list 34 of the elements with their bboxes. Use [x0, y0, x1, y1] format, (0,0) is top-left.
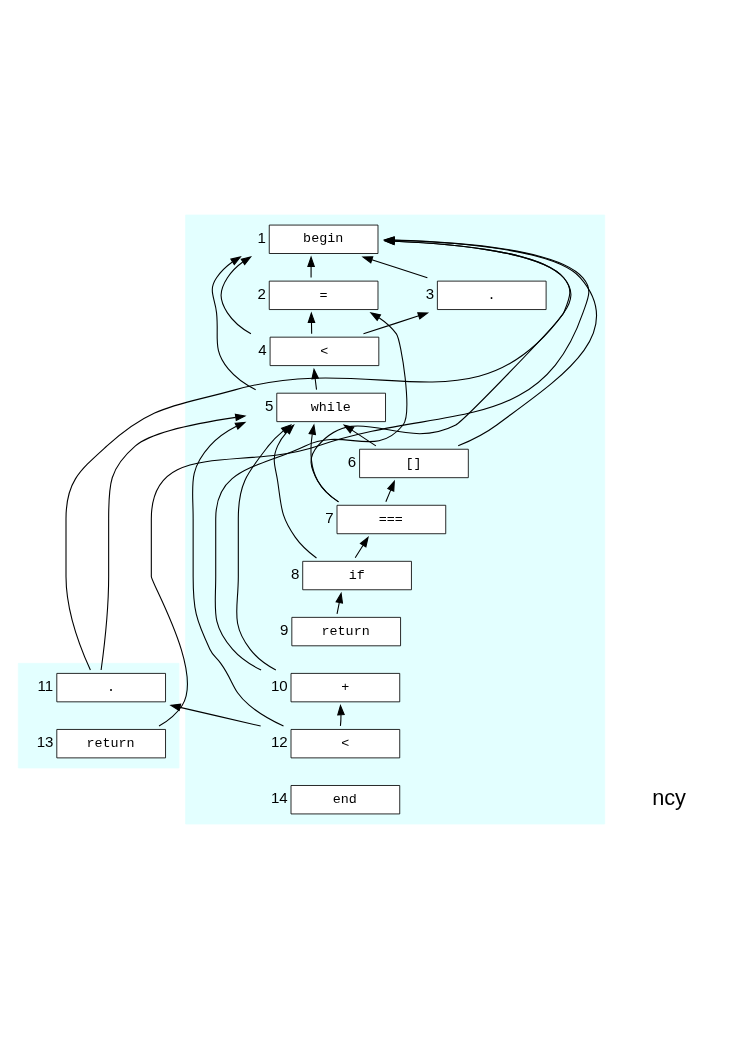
arrow	[385, 479, 395, 503]
arrow	[335, 591, 344, 615]
arrow	[307, 255, 316, 279]
node-label: 4	[258, 341, 267, 359]
arrow	[211, 256, 257, 391]
node-label: 8	[291, 565, 300, 583]
arrow	[214, 312, 408, 671]
node-label: 6	[347, 453, 357, 471]
node-label: 9	[280, 621, 289, 639]
arrow	[307, 311, 316, 335]
arrow	[361, 256, 428, 279]
node-label: 3	[425, 285, 435, 303]
arrow	[308, 423, 340, 503]
arrow	[354, 536, 369, 559]
arrow	[150, 236, 590, 727]
arrow	[383, 236, 598, 447]
label: ncy	[652, 784, 686, 810]
node-label: 1	[257, 228, 266, 246]
node-label: 14	[270, 789, 288, 807]
node-label: 11	[37, 677, 54, 695]
cluster	[185, 214, 606, 825]
node-label: 2	[257, 285, 266, 303]
arrow	[337, 703, 345, 727]
node-label: 5	[265, 397, 274, 415]
node-label: 7	[325, 509, 334, 527]
node-label: 12	[270, 733, 288, 751]
arrow	[100, 413, 247, 671]
arrow	[192, 421, 285, 727]
arrow	[220, 256, 253, 335]
arrow	[362, 312, 430, 335]
node-label: 13	[36, 733, 54, 751]
arrow	[65, 237, 572, 671]
arrow	[169, 703, 262, 727]
node-label: 10	[270, 677, 288, 695]
